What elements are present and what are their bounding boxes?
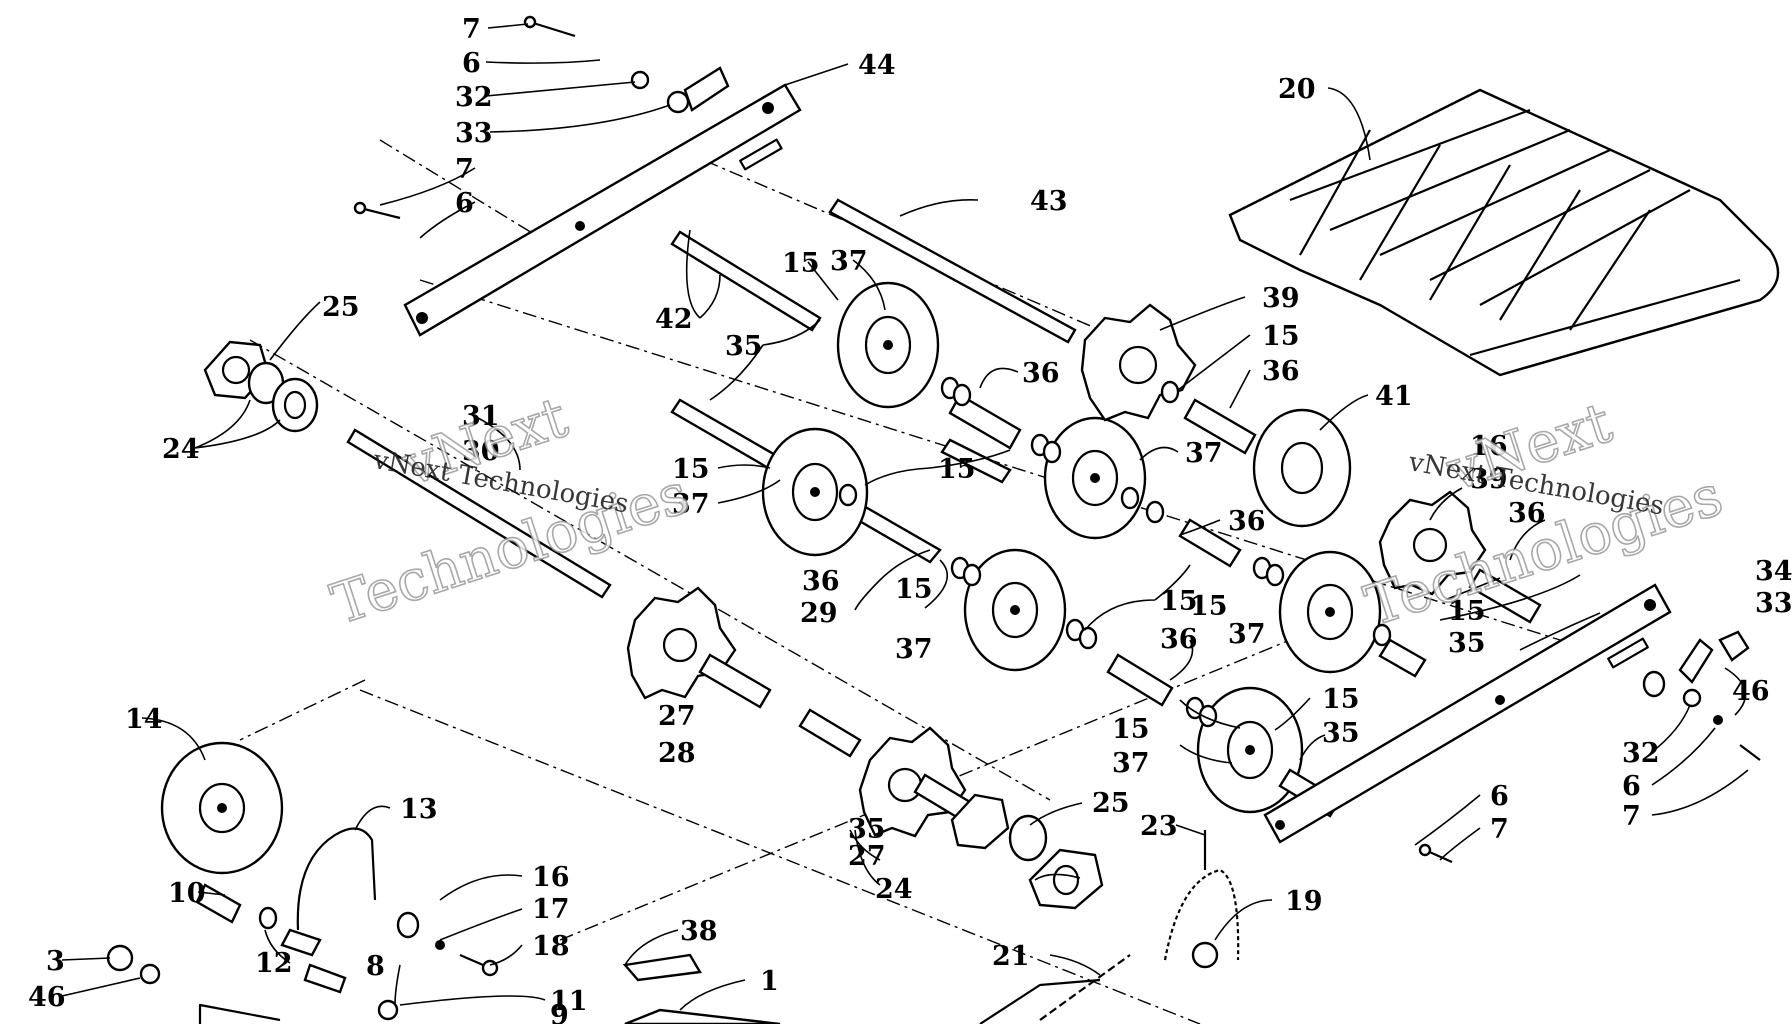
callout-label: 15 xyxy=(1322,684,1360,715)
callout-label: 15 xyxy=(1262,321,1300,352)
callout-label: 15 xyxy=(938,454,976,485)
leader-lines xyxy=(61,23,1749,1011)
callout-label: 15 xyxy=(1190,591,1228,622)
callout-label: 29 xyxy=(800,598,838,629)
callout-label: 15 xyxy=(1160,586,1198,617)
callout-label: 27 xyxy=(658,701,696,732)
callout-label: 25 xyxy=(322,292,360,323)
callout-label: 32 xyxy=(455,82,493,113)
callout-label: 3 xyxy=(46,946,65,977)
callout-label: 13 xyxy=(400,794,438,825)
callout-label: 24 xyxy=(875,874,913,905)
callout-label: 15 xyxy=(1448,596,1486,627)
callout-label: 7 xyxy=(1490,814,1509,845)
callout-label: 43 xyxy=(1030,186,1068,217)
washers xyxy=(838,376,1392,728)
callout-label: 15 xyxy=(672,454,710,485)
callout-label: 21 xyxy=(992,941,1030,972)
callout-label: 33 xyxy=(1755,588,1792,619)
callout-label: 11 xyxy=(550,986,588,1017)
callout-label: 27 xyxy=(848,841,886,872)
callout-label: 19 xyxy=(1285,886,1323,917)
callout-label: 36 xyxy=(802,566,840,597)
callout-label: 44 xyxy=(858,50,896,81)
callout-label: 14 xyxy=(125,704,163,735)
callout-label: 34 xyxy=(1755,556,1792,587)
callout-label: 15 xyxy=(782,248,820,279)
bracket-upper xyxy=(630,66,730,114)
callout-label: 36 xyxy=(1228,506,1266,537)
callout-label: 10 xyxy=(168,878,206,909)
callout-label: 16 xyxy=(1470,431,1508,462)
callout-label: 46 xyxy=(1732,676,1770,707)
callout-label: 42 xyxy=(655,304,693,335)
callout-label: 38 xyxy=(680,916,718,947)
callout-label: 6 xyxy=(1490,781,1509,812)
bracket-lower xyxy=(1642,630,1750,725)
callout-label: 39 xyxy=(1470,464,1508,495)
callout-label: 37 xyxy=(830,246,868,277)
callout-label: 37 xyxy=(895,634,933,665)
callout-label: 36 xyxy=(1022,358,1060,389)
callout-label: 16 xyxy=(532,862,570,893)
callout-label: 33 xyxy=(455,118,493,149)
callout-label: 12 xyxy=(255,948,293,979)
callout-label: 7 xyxy=(1622,801,1641,832)
callout-label: 46 xyxy=(28,982,66,1013)
callout-label: 35 xyxy=(725,331,763,362)
callout-label: 7 xyxy=(462,14,481,45)
callout-label: 23 xyxy=(1140,811,1178,842)
callout-label: 36 xyxy=(1508,498,1546,529)
callout-label: 35 xyxy=(1322,718,1360,749)
watermark-left: vNext Technologies vNext Technologies xyxy=(323,384,697,638)
callout-labels: 7 6 32 33 44 7 6 43 20 25 42 15 37 35 36… xyxy=(28,14,1792,1024)
callout-label: 37 xyxy=(1185,438,1223,469)
callout-label: 30 xyxy=(462,436,500,467)
callout-label: 9 xyxy=(550,1000,569,1024)
callout-label: 7 xyxy=(455,154,474,185)
callout-label: 17 xyxy=(532,894,570,925)
chain-case xyxy=(198,953,1101,1024)
track xyxy=(1228,88,1780,377)
slide-rail-lower xyxy=(1263,583,1672,844)
callout-label: 28 xyxy=(658,738,696,769)
callout-label: 35 xyxy=(848,814,886,845)
large-sprocket xyxy=(1163,830,1240,969)
callout-label: 37 xyxy=(672,489,710,520)
callout-label: 35 xyxy=(1448,628,1486,659)
callout-label: 32 xyxy=(1622,738,1660,769)
slide-rail-upper xyxy=(403,83,802,337)
callout-label: 36 xyxy=(1262,356,1300,387)
callout-label: 6 xyxy=(455,188,474,219)
callout-label: 1 xyxy=(760,966,779,997)
callout-label: 6 xyxy=(1622,771,1641,802)
idler-wheels xyxy=(761,281,1382,814)
callout-label: 15 xyxy=(1112,714,1150,745)
chain-guard-clip xyxy=(280,827,377,957)
callout-label: 20 xyxy=(1278,74,1316,105)
drive-chain xyxy=(1039,954,1131,1021)
bearing-flanges xyxy=(203,340,1104,910)
callout-label: 41 xyxy=(1375,381,1413,412)
callout-label: 37 xyxy=(1112,748,1150,779)
callout-label: 36 xyxy=(1160,624,1198,655)
callout-label: 39 xyxy=(1262,283,1300,314)
callout-label: 31 xyxy=(462,401,500,432)
callout-label: 37 xyxy=(1228,619,1266,650)
callout-label: 15 xyxy=(895,574,933,605)
callout-label: 8 xyxy=(366,951,385,982)
callout-label: 6 xyxy=(462,48,481,79)
lower-hardware xyxy=(106,883,499,1021)
callout-label: 18 xyxy=(532,931,570,962)
drive-pulley xyxy=(160,741,284,875)
callout-label: 24 xyxy=(162,434,200,465)
callout-label: 25 xyxy=(1092,788,1130,819)
screws xyxy=(353,15,1761,864)
